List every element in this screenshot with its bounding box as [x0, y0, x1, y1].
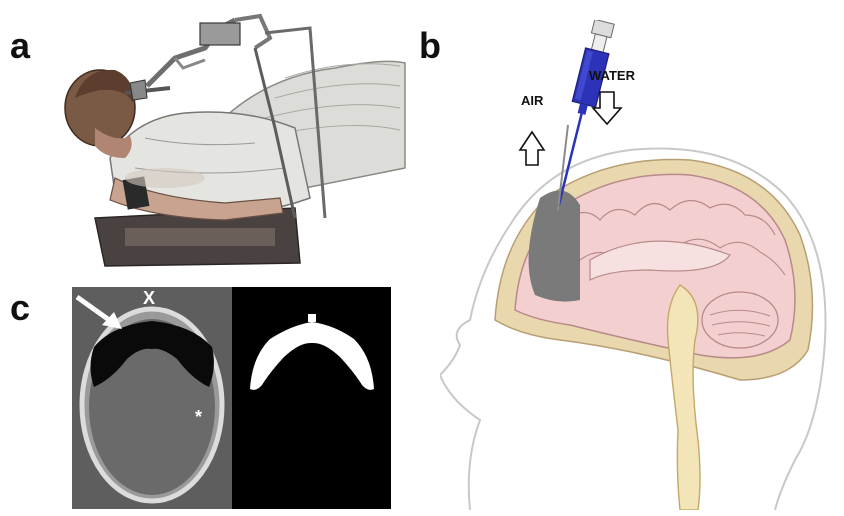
ct-scan-figure: [72, 287, 391, 509]
brain-diagram: [440, 20, 840, 510]
ct-lesion-marker: *: [195, 408, 202, 426]
water-label: WATER: [589, 69, 635, 82]
panel-label-c: c: [10, 290, 30, 326]
air-label: AIR: [521, 94, 543, 107]
panel-label-a: a: [10, 28, 30, 64]
patient-stereotactic-photo: [55, 8, 410, 270]
panel-label-b: b: [419, 28, 441, 64]
ct-top-marker: X: [143, 289, 155, 307]
